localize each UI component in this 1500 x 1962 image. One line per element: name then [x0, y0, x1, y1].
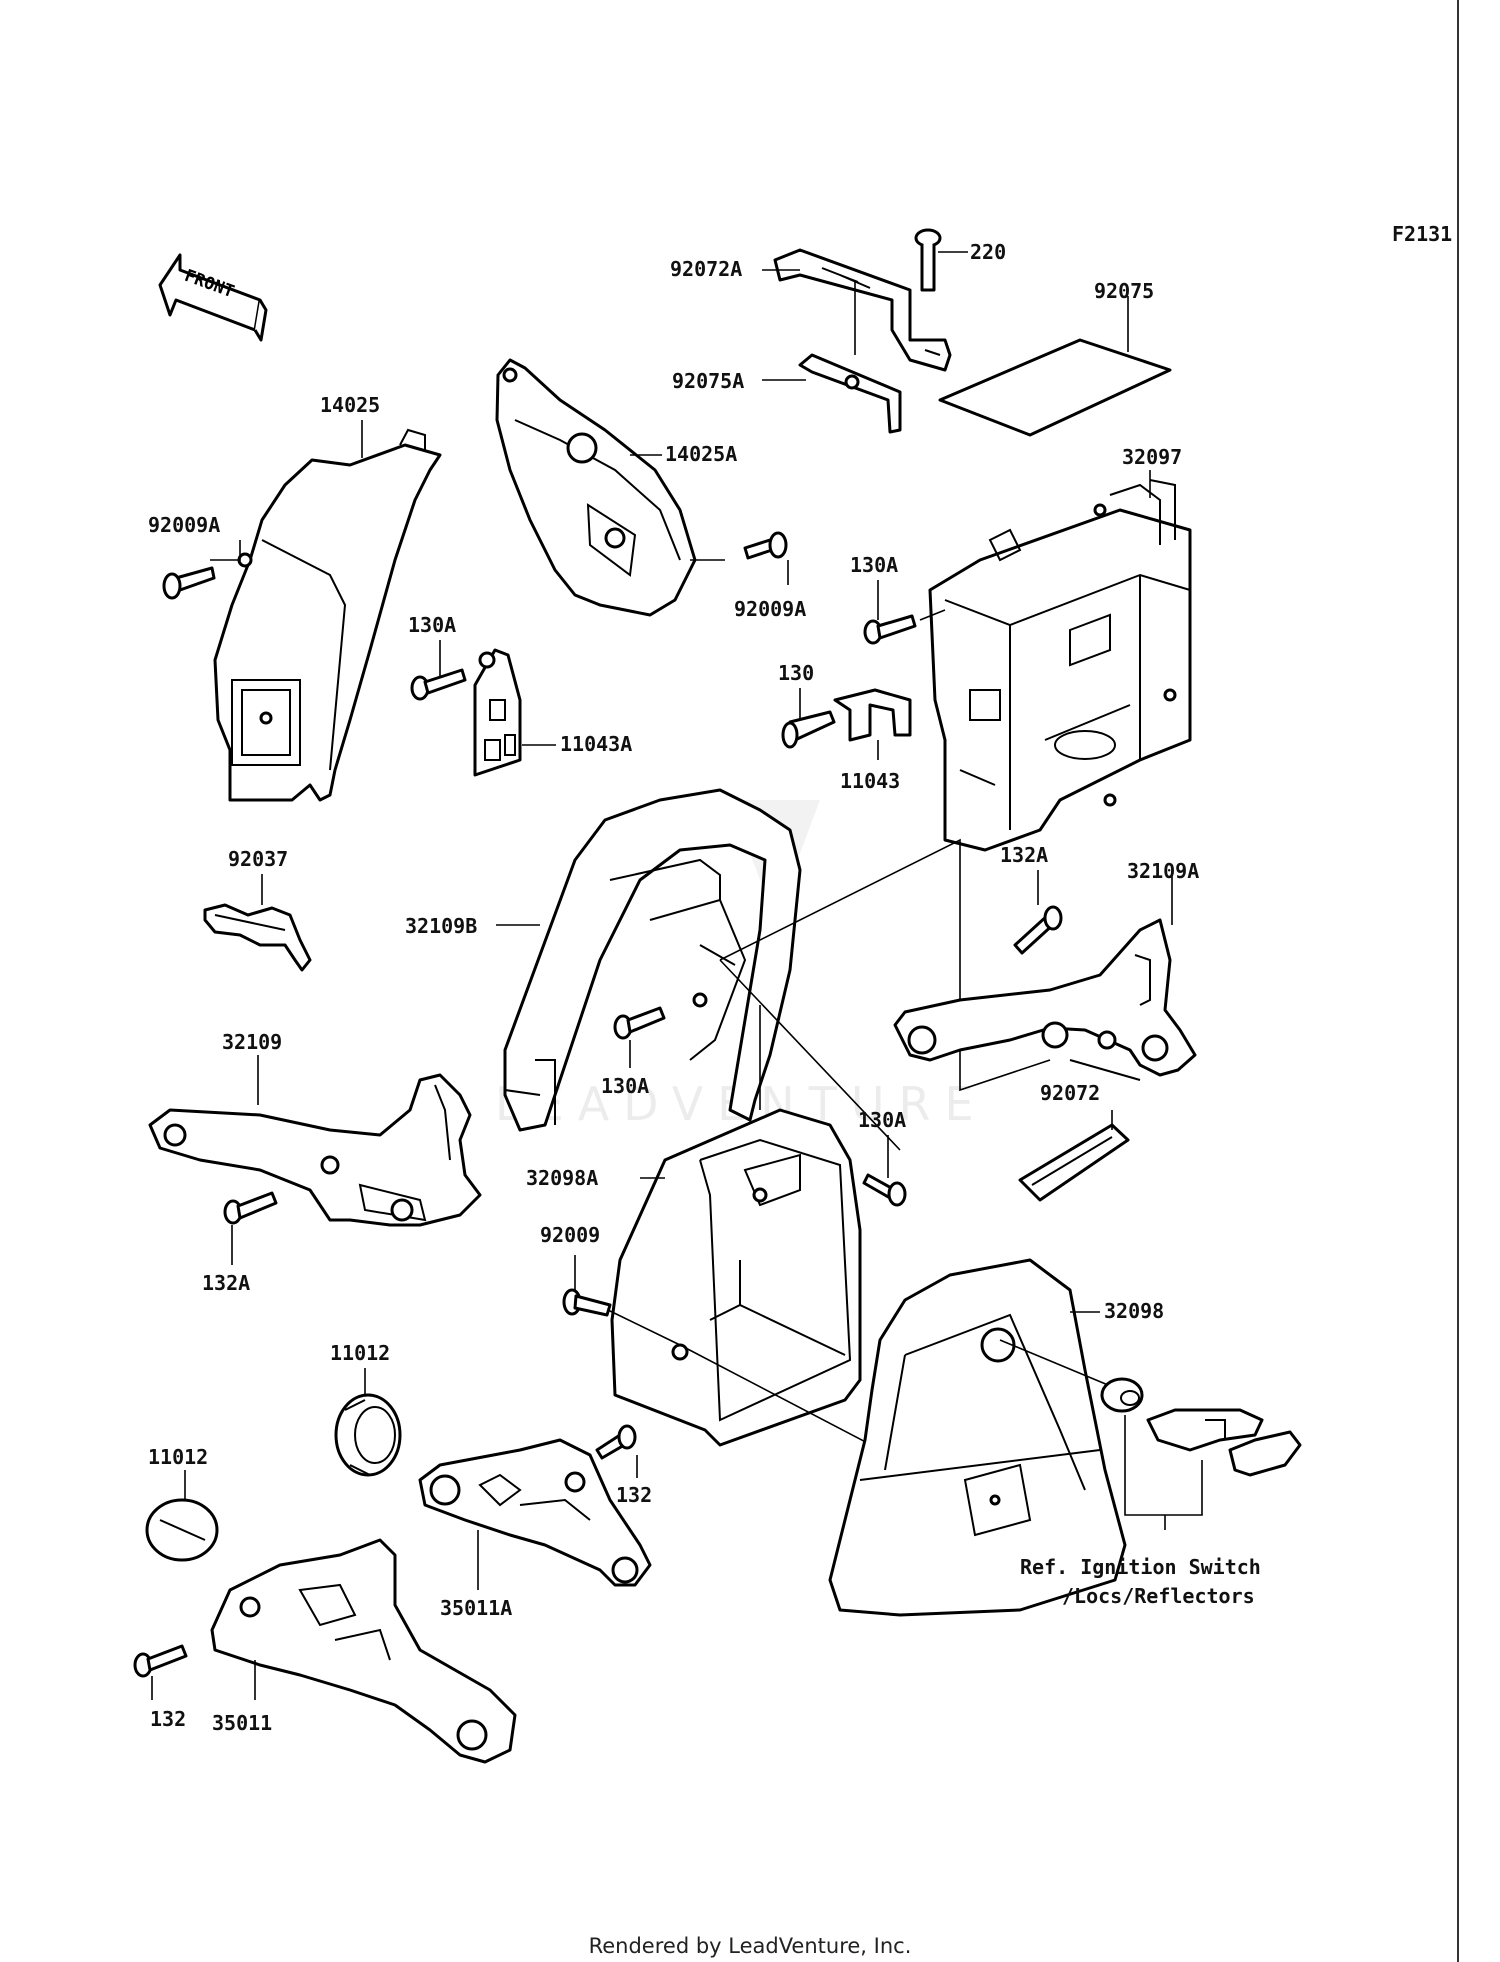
label-32109b: 32109B [405, 914, 477, 938]
front-arrow-icon: FRONT [158, 253, 268, 342]
label-32109: 32109 [222, 1030, 282, 1054]
label-32098a: 32098A [526, 1166, 598, 1190]
diagram-code: F2131 [1392, 222, 1452, 246]
label-92037: 92037 [228, 847, 288, 871]
footer-credit: Rendered by LeadVenture, Inc. [588, 1934, 912, 1958]
label-220: 220 [970, 240, 1006, 264]
label-132-left: 132 [150, 1707, 186, 1731]
part-32109a-right-bracket [893, 918, 1197, 1081]
label-130: 130 [778, 661, 814, 685]
part-130a-center-bolt [613, 1006, 666, 1040]
label-11012-lower: 11012 [148, 1445, 208, 1469]
page-border-line [1457, 0, 1459, 1962]
label-132-center: 132 [616, 1483, 652, 1507]
part-35011-lower-bracket [210, 1538, 517, 1764]
label-132a-right: 132A [1000, 843, 1048, 867]
label-92009: 92009 [540, 1223, 600, 1247]
part-11043-bracket [833, 688, 912, 742]
label-92075a: 92075A [672, 369, 744, 393]
label-32109a: 32109A [1127, 859, 1199, 883]
part-92009a-left-bolt [162, 566, 216, 600]
part-14025-left-cover [213, 428, 442, 802]
part-32098-outer-cover [828, 1258, 1127, 1617]
label-92075: 92075 [1094, 279, 1154, 303]
part-92009-bolt [562, 1288, 612, 1317]
part-35011a-upper-bracket [418, 1438, 652, 1587]
part-132-center-bolt [595, 1424, 637, 1460]
lock-cylinder-icon [1100, 1377, 1144, 1413]
part-220-screw [914, 228, 942, 292]
part-32109-left-bracket [148, 1073, 482, 1227]
label-32098: 32098 [1104, 1299, 1164, 1323]
part-130a-box-bolt [862, 1173, 907, 1207]
part-132-left-bolt [133, 1644, 188, 1678]
label-11043: 11043 [840, 769, 900, 793]
label-92072a: 92072A [670, 257, 742, 281]
part-32098a-inner-box [610, 1108, 862, 1447]
part-92075a-clip [798, 353, 902, 434]
part-32097-battery-case [928, 479, 1192, 852]
label-11043a: 11043A [560, 732, 632, 756]
part-11012-upper-cap [334, 1393, 402, 1477]
label-35011a: 35011A [440, 1596, 512, 1620]
ref-ignition-line1: Ref. Ignition Switch [1020, 1555, 1261, 1579]
ref-ignition-line2: /Locs/Reflectors [1062, 1584, 1255, 1608]
label-130a-box: 130A [858, 1108, 906, 1132]
label-130a-top: 130A [850, 553, 898, 577]
part-92037-strap [203, 903, 312, 972]
part-92072-strap [1018, 1123, 1130, 1202]
label-32097: 32097 [1122, 445, 1182, 469]
part-132a-right-bolt [1013, 905, 1063, 955]
label-132a-left: 132A [202, 1271, 250, 1295]
label-130a-center: 130A [601, 1074, 649, 1098]
label-35011: 35011 [212, 1711, 272, 1735]
part-92072a-bracket [773, 248, 952, 372]
part-92075-pad [938, 338, 1172, 437]
part-130a-mid-bolt [410, 668, 467, 701]
part-11043a-bracket [473, 648, 522, 777]
label-92009a-left: 92009A [148, 513, 220, 537]
label-14025a: 14025A [665, 442, 737, 466]
part-11012-lower-cap [145, 1498, 219, 1562]
part-92009a-center-bolt [743, 531, 788, 560]
part-14025a-right-cover [495, 358, 697, 617]
label-92009a-center: 92009A [734, 597, 806, 621]
part-132a-left-bolt [223, 1191, 278, 1225]
label-14025: 14025 [320, 393, 380, 417]
label-11012-upper: 11012 [330, 1341, 390, 1365]
part-130-bolt [781, 710, 836, 749]
spare-key-icon [1228, 1430, 1302, 1477]
part-32109b-backrest-frame [503, 788, 802, 1132]
part-130a-upper-bolt [863, 614, 917, 645]
ignition-key-icon [1146, 1408, 1264, 1452]
label-92072: 92072 [1040, 1081, 1100, 1105]
label-130a-mid: 130A [408, 613, 456, 637]
